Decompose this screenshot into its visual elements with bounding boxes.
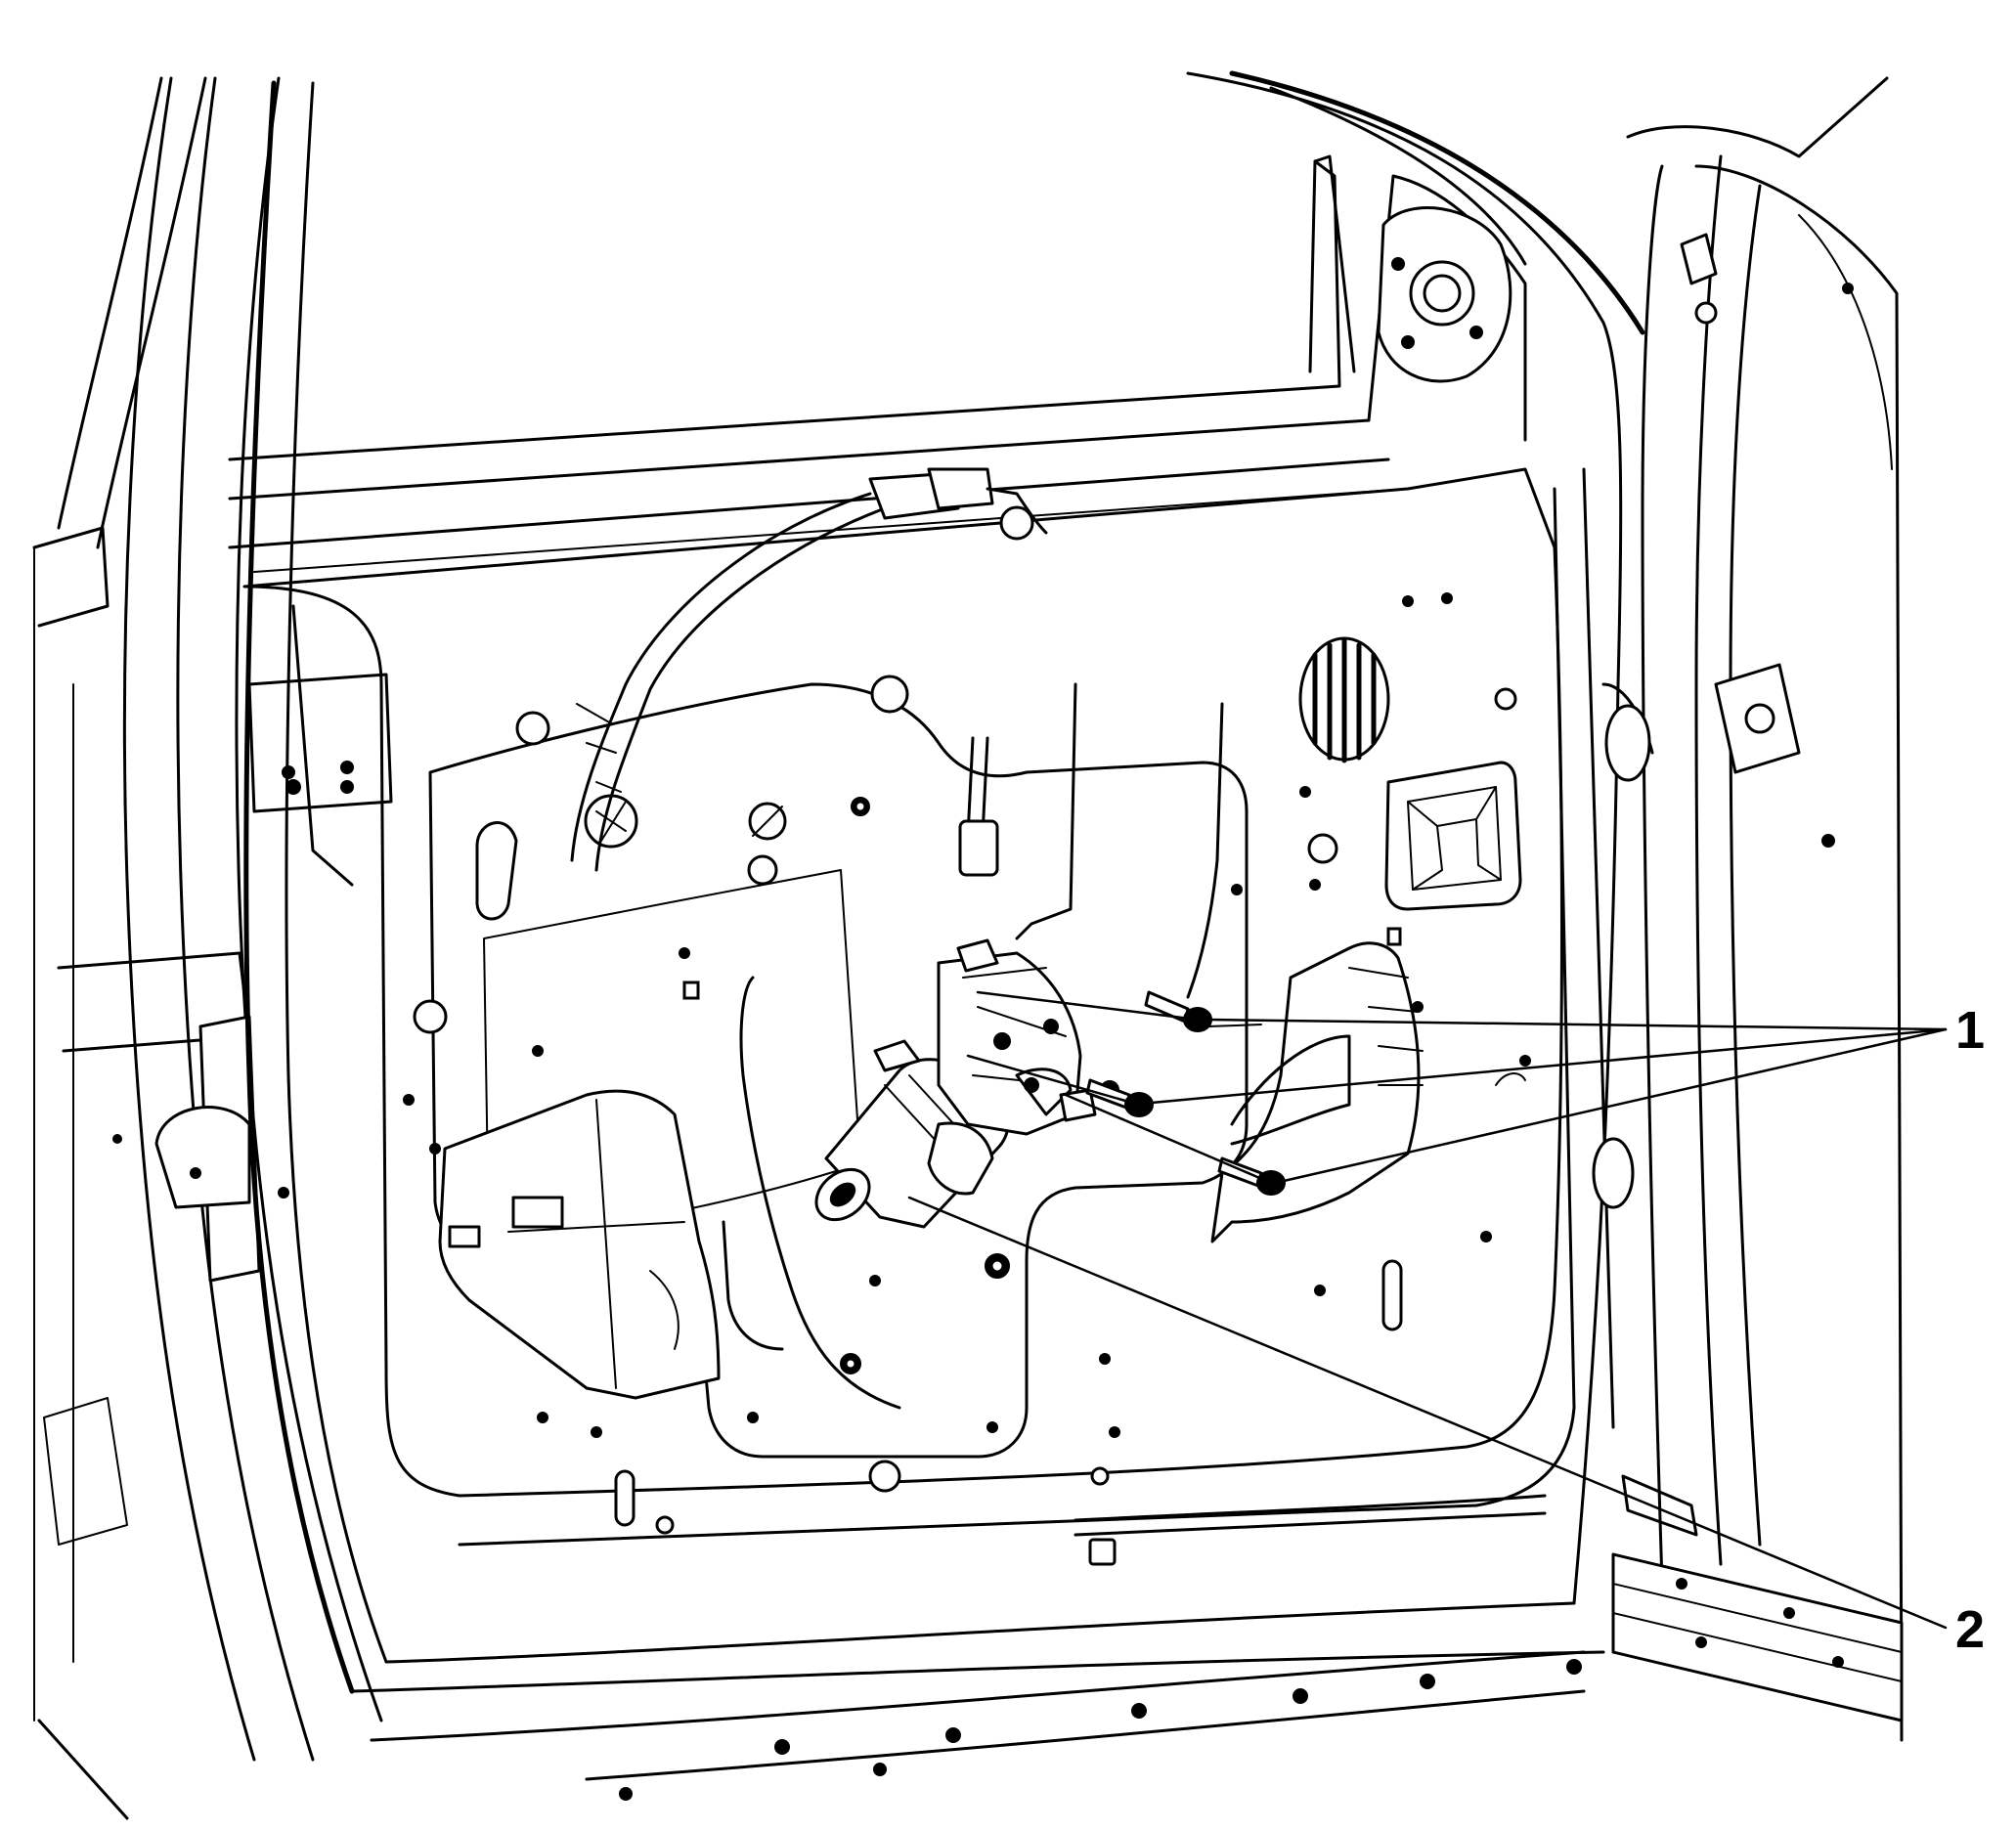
door-hinge-lower <box>112 1015 261 1283</box>
panel-left-holes <box>278 711 778 1199</box>
inside-handle-pocket <box>1384 761 1522 911</box>
door-frame-outer <box>243 70 1645 1694</box>
front-hinge-pillar <box>32 76 383 1820</box>
callout-1-leaders <box>966 990 1948 1185</box>
inner-door-panel <box>242 467 1615 1547</box>
regulator-rail <box>739 682 1224 1410</box>
rear-lower-bracket <box>1206 941 1526 1243</box>
door-sill-seal <box>370 1494 1586 1801</box>
door-wire-harness <box>570 467 1048 872</box>
lower-panel-slots <box>614 1259 1403 1566</box>
callout-2-leader <box>907 1196 1948 1630</box>
motor-bolt-upper <box>1144 990 1212 1032</box>
lower-rear-bracket <box>1611 1474 1904 1722</box>
window-regulator-motor <box>814 938 1097 1229</box>
lower-front-trim-pad <box>438 1089 721 1400</box>
window-opening <box>228 154 1527 573</box>
center-pillar-body <box>1592 76 1904 1742</box>
callout-1-label: 1 <box>1955 1001 1985 1060</box>
speaker-opening <box>1298 636 1390 763</box>
upper-rear-corner-boss <box>1377 206 1512 383</box>
callout-2-label: 2 <box>1955 1600 1985 1659</box>
door-hinge-upper <box>247 604 393 887</box>
panel-fasteners <box>537 592 1531 1438</box>
